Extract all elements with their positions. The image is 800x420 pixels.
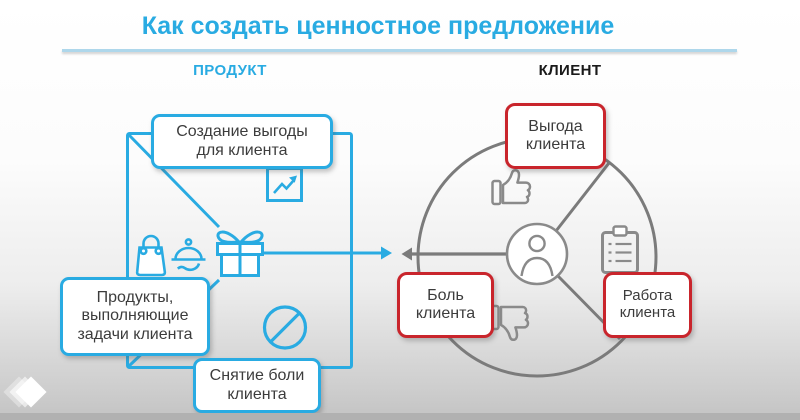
- served-dish-icon: [171, 238, 206, 272]
- page-title: Как создать ценностное предложение: [141, 12, 615, 40]
- gray-arrow: [401, 247, 506, 261]
- label-create-benefit: Создание выгоды для клиента: [151, 114, 333, 169]
- shopping-bag-icon: [135, 234, 167, 277]
- title-separator-line: [62, 49, 737, 52]
- label-client-benefit: Выгода клиента: [505, 103, 606, 169]
- column-header-client: КЛИЕНТ: [538, 62, 602, 79]
- prohibition-icon: [262, 305, 308, 350]
- gift-icon: [216, 230, 264, 277]
- person-icon: [505, 222, 569, 286]
- label-pain-relief: Снятие боли клиента: [193, 358, 321, 413]
- thumb-up-icon: [491, 168, 532, 206]
- column-header-product: ПРОДУКТ: [193, 62, 267, 79]
- sector-line-upper: [554, 162, 611, 232]
- thumb-down-icon: [489, 304, 530, 342]
- label-client-pain: Боль клиента: [397, 272, 494, 338]
- slide-bottom-strip: [0, 413, 800, 420]
- diagonal-top-line: [127, 133, 221, 229]
- clipboard-icon: [601, 225, 639, 274]
- publisher-logo-icon: [3, 376, 47, 408]
- growth-chart-icon: [266, 167, 303, 202]
- label-products-tasks: Продукты, выполняющие задачи клиента: [60, 277, 210, 356]
- label-client-job: Работа клиента: [603, 272, 692, 338]
- blue-arrow: [260, 246, 392, 260]
